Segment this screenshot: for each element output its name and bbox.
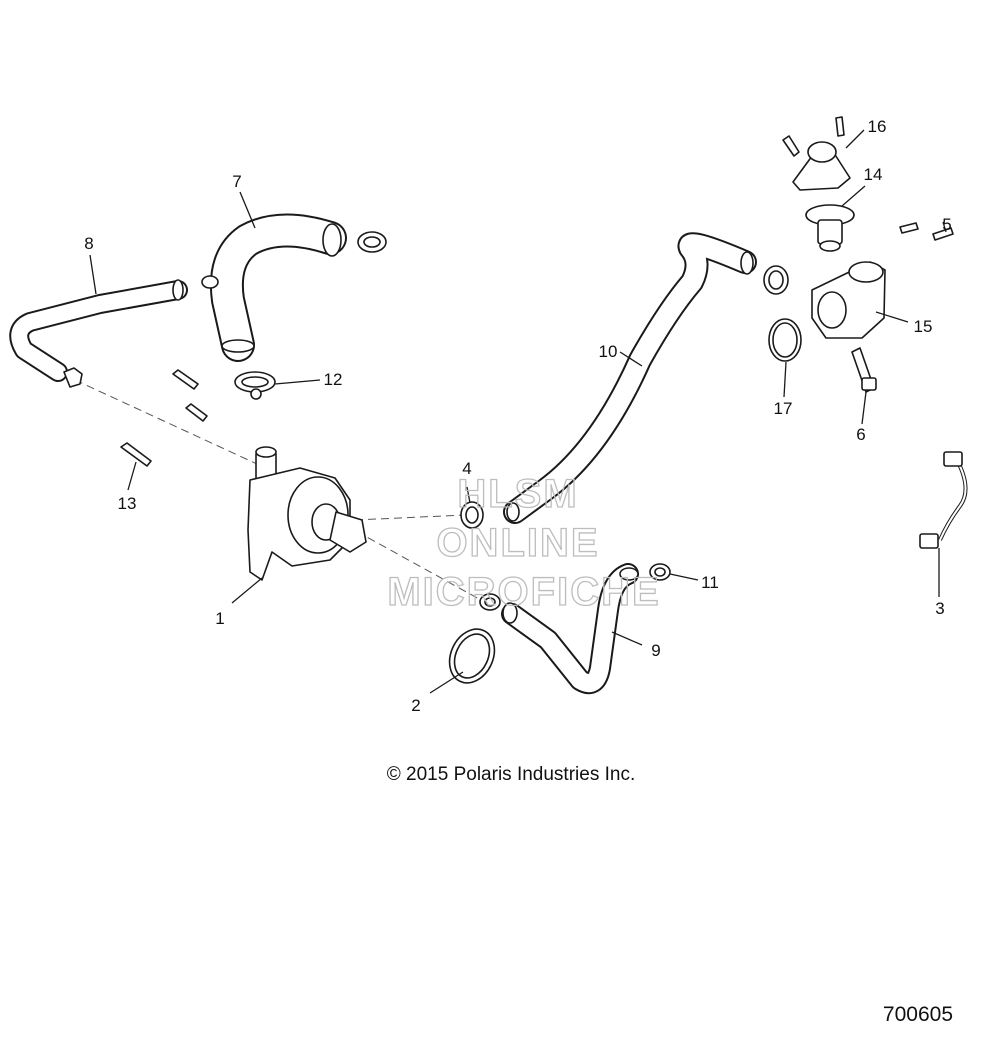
callout-1[interactable]: 1 — [215, 609, 224, 628]
hose-8 — [9, 279, 188, 388]
sensor-6 — [851, 347, 877, 393]
callout-6[interactable]: 6 — [856, 425, 865, 444]
callout-7[interactable]: 7 — [232, 172, 241, 191]
hose-10 — [503, 232, 757, 524]
watermark: HLSM ONLINE MICROFICHE — [387, 471, 660, 614]
leader-lines — [89, 129, 947, 694]
callout-17[interactable]: 17 — [774, 399, 793, 418]
bolts-5 — [899, 222, 954, 241]
callout-9[interactable]: 9 — [651, 641, 660, 660]
watermark-line-1: HLSM — [457, 472, 578, 516]
clamp-11 — [649, 563, 671, 581]
callout-2[interactable]: 2 — [411, 696, 420, 715]
callout-12[interactable]: 12 — [324, 370, 343, 389]
callout-13[interactable]: 13 — [118, 494, 137, 513]
callout-8[interactable]: 8 — [84, 234, 93, 253]
callout-15[interactable]: 15 — [914, 317, 933, 336]
copyright-notice: © 2015 Polaris Industries Inc. — [387, 764, 635, 785]
callout-4[interactable]: 4 — [462, 459, 471, 478]
hose-7 — [201, 213, 387, 362]
o-ring-17 — [768, 318, 802, 362]
o-ring-2 — [448, 628, 496, 684]
sensor-harness-3 — [919, 451, 968, 549]
clamp-10-end — [763, 265, 789, 295]
hose-9 — [501, 563, 639, 694]
clamp-12 — [234, 371, 276, 400]
callout-11[interactable]: 11 — [701, 573, 719, 592]
clamp-4 — [460, 501, 484, 529]
figure-number: 700605 — [883, 1003, 953, 1026]
callout-16[interactable]: 16 — [868, 117, 887, 136]
housing-cover-16 — [782, 116, 851, 191]
thermostat-14 — [805, 204, 855, 252]
callout-5[interactable]: 5 — [942, 215, 951, 234]
callout-14[interactable]: 14 — [864, 165, 883, 184]
callout-labels: 1 2 3 4 5 6 7 8 9 10 11 12 13 14 15 16 1… — [84, 117, 951, 715]
water-pump-1 — [247, 446, 367, 581]
thermostat-housing-15 — [811, 261, 886, 339]
callout-3[interactable]: 3 — [935, 599, 944, 618]
watermark-line-2: ONLINE — [436, 521, 599, 565]
callout-10[interactable]: 10 — [599, 342, 618, 361]
watermark-line-3: MICROFICHE — [387, 570, 660, 614]
alignment-lines — [74, 379, 491, 606]
clamp-9-end — [479, 593, 501, 611]
bolts-13 — [120, 369, 208, 467]
